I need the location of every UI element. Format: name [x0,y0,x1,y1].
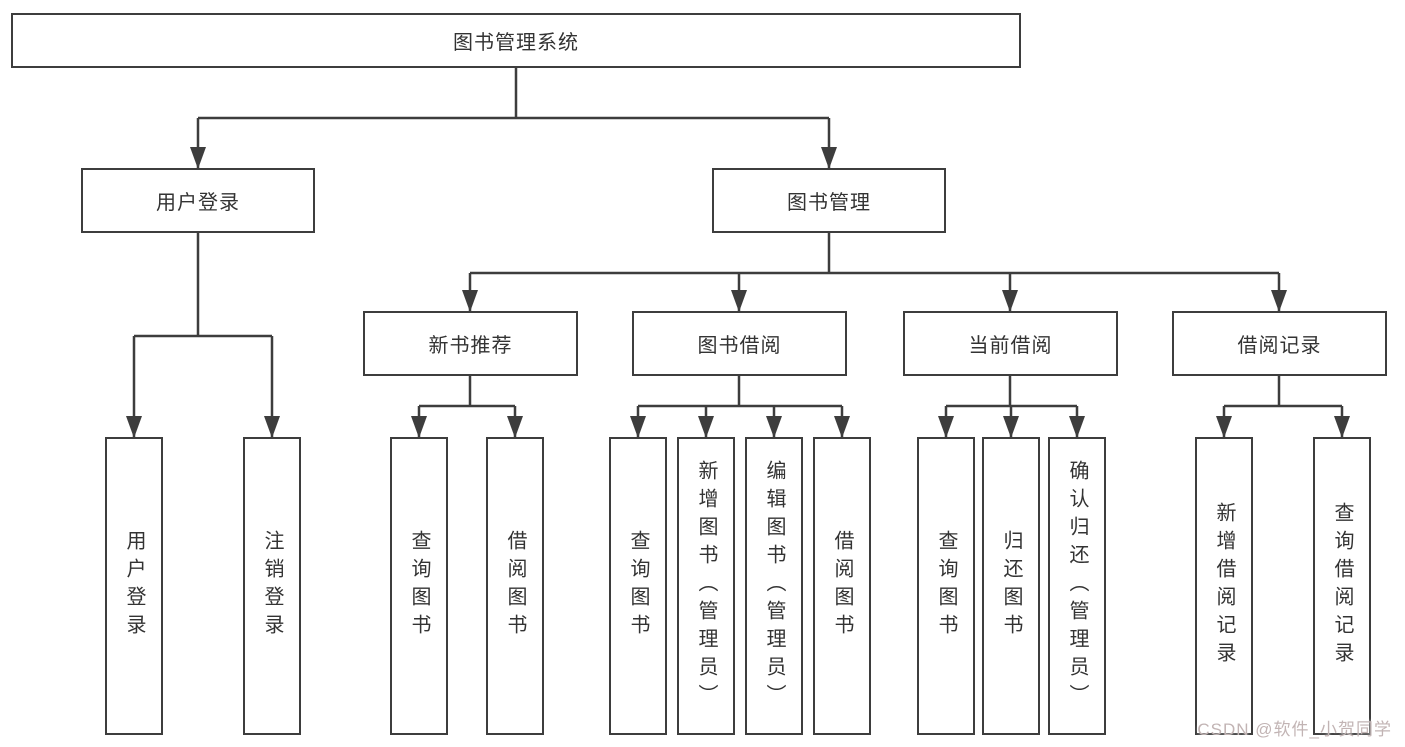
node-label: 查询借阅记录 [1331,502,1353,670]
leaf-records-add-record: 新增借阅记录 [1195,437,1253,735]
node-label: 查询图书 [627,530,649,642]
leaf-newbook-query-book: 查询图书 [390,437,448,735]
leaf-current-confirm-return-admin: 确认归还（管理员） [1048,437,1106,735]
node-label: 借阅图书 [831,530,853,642]
node-user-login-module: 用户登录 [81,168,315,233]
node-borrow-records: 借阅记录 [1172,311,1387,376]
node-label: 查询图书 [408,530,430,642]
node-label: 当前借阅 [968,335,1053,357]
leaf-current-return-book: 归还图书 [982,437,1040,735]
node-library-system: 图书管理系统 [11,13,1021,68]
node-label: 注销登录 [261,530,283,642]
node-label: 借阅图书 [504,530,526,642]
leaf-newbook-borrow-book: 借阅图书 [486,437,544,735]
node-label: 新书推荐 [428,335,513,357]
node-label: 查询图书 [935,530,957,642]
node-label: 归还图书 [1000,530,1022,642]
node-label: 图书管理 [787,192,871,214]
node-label: 用户登录 [156,192,240,214]
leaf-user-login: 用户登录 [105,437,163,735]
node-label: 图书借阅 [697,335,782,357]
leaf-borrow-borrow-book: 借阅图书 [813,437,871,735]
csdn-watermark: CSDN @软件_小贺同学 [1197,720,1392,739]
node-label: 图书管理系统 [453,32,579,54]
leaf-borrow-edit-book-admin: 编辑图书（管理员） [745,437,803,735]
node-label: 确认归还（管理员） [1066,460,1088,712]
node-label: 新增借阅记录 [1213,502,1235,670]
leaf-logout-login: 注销登录 [243,437,301,735]
node-label: 新增图书（管理员） [695,460,717,712]
node-current-borrow: 当前借阅 [903,311,1118,376]
node-new-book-recommend: 新书推荐 [363,311,578,376]
leaf-records-query-record: 查询借阅记录 [1313,437,1371,735]
leaf-borrow-query-book: 查询图书 [609,437,667,735]
leaf-current-query-book: 查询图书 [917,437,975,735]
leaf-borrow-add-book-admin: 新增图书（管理员） [677,437,735,735]
node-label: 编辑图书（管理员） [763,460,785,712]
node-book-management-module: 图书管理 [712,168,946,233]
node-book-borrow: 图书借阅 [632,311,847,376]
node-label: 用户登录 [123,530,145,642]
node-label: 借阅记录 [1237,335,1322,357]
